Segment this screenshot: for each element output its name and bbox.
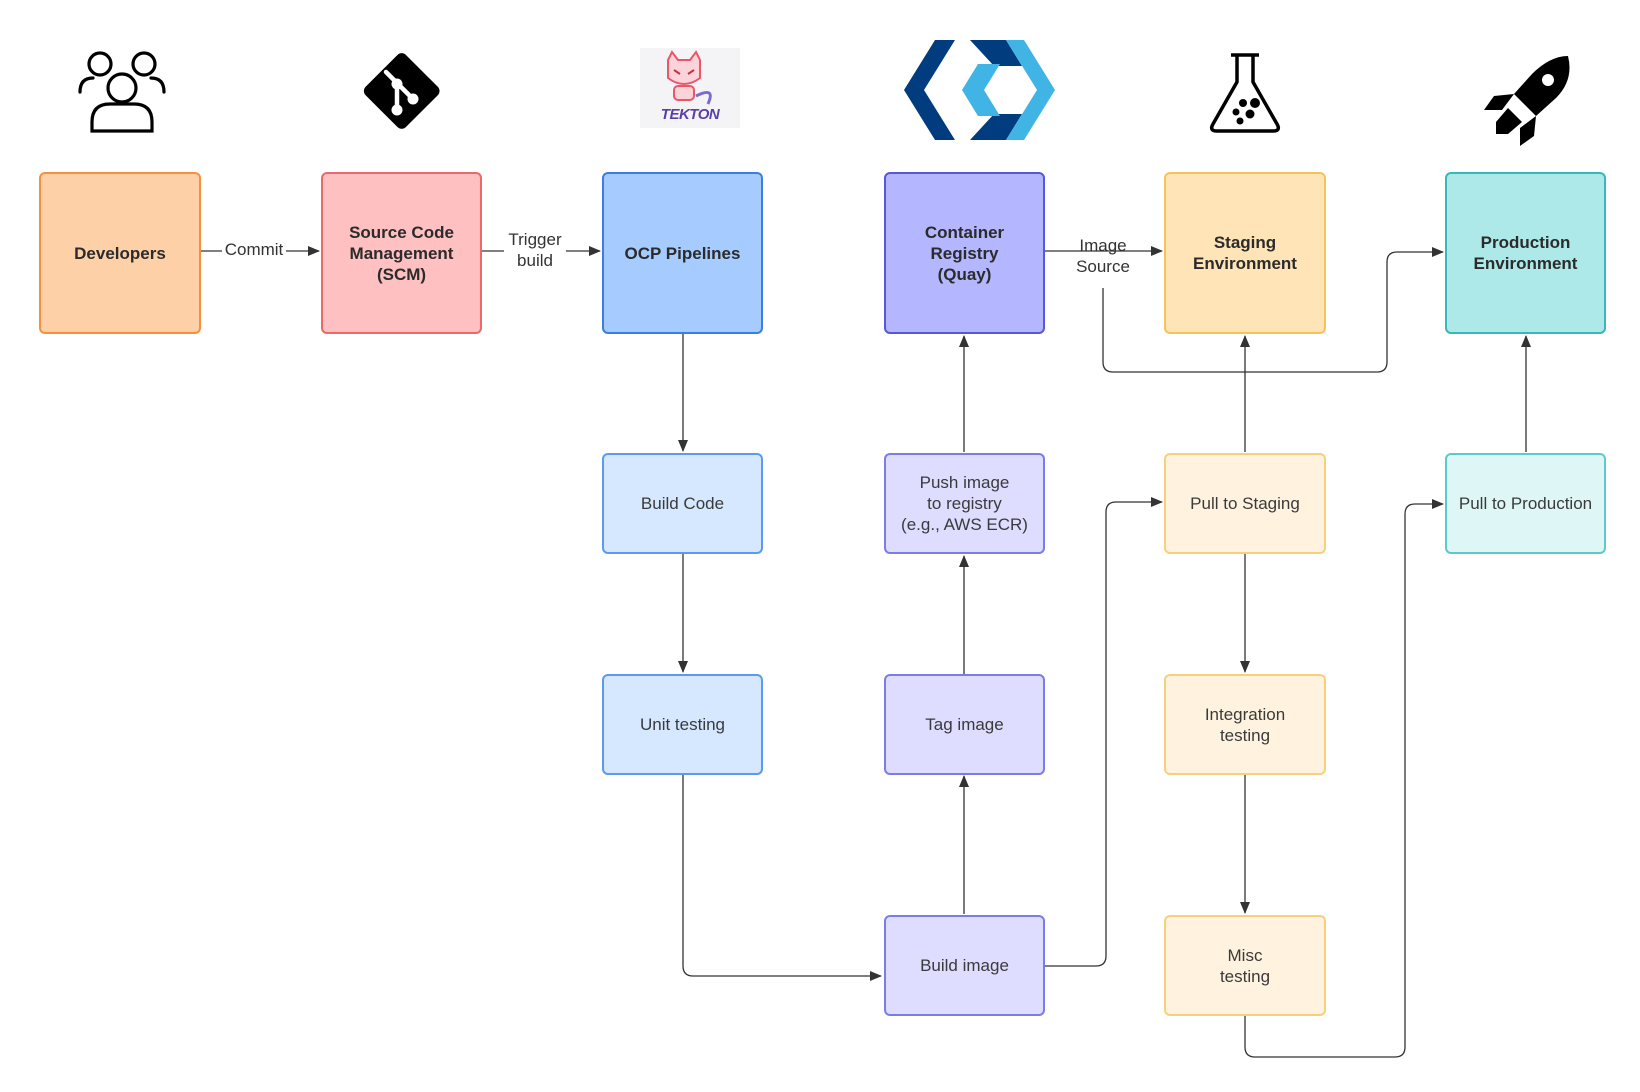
node-pull-to-production: Pull to Production — [1445, 453, 1606, 554]
node-misc-testing: Misc testing — [1164, 915, 1326, 1016]
rocket-icon — [1484, 56, 1570, 146]
node-container-registry: Container Registry (Quay) — [884, 172, 1045, 334]
edge-build-pull-staging — [1045, 497, 1163, 967]
node-build-code: Build Code — [602, 453, 763, 554]
edge-unit-build-image — [682, 774, 882, 981]
tekton-logo — [640, 48, 740, 128]
node-staging-environment: Staging Environment — [1164, 172, 1326, 334]
node-developers: Developers — [39, 172, 201, 334]
edge-misc-pull-production — [1244, 499, 1444, 1058]
node-production-environment: Production Environment — [1445, 172, 1606, 334]
git-icon — [363, 53, 440, 129]
quay-logo — [904, 40, 1055, 140]
node-build-image: Build image — [884, 915, 1045, 1016]
node-push-image: Push image to registry (e.g., AWS ECR) — [884, 453, 1045, 554]
tekton-wordmark: TEKTON — [660, 106, 720, 123]
label-commit: Commit — [222, 239, 286, 260]
label-trigger-build: Trigger build — [504, 229, 566, 271]
flask-bubbles — [1232, 98, 1260, 125]
developers-icon — [78, 51, 166, 133]
node-tag-image: Tag image — [884, 674, 1045, 775]
node-pull-to-staging: Pull to Staging — [1164, 453, 1326, 554]
label-image-source: Image Source — [1076, 236, 1130, 276]
node-ocp-pipelines: OCP Pipelines — [602, 172, 763, 334]
node-scm: Source Code Management (SCM) — [321, 172, 482, 334]
node-unit-testing: Unit testing — [602, 674, 763, 775]
node-integration-testing: Integration testing — [1164, 674, 1326, 775]
flask-icon — [1209, 53, 1281, 133]
edge-source-production — [1102, 247, 1444, 373]
